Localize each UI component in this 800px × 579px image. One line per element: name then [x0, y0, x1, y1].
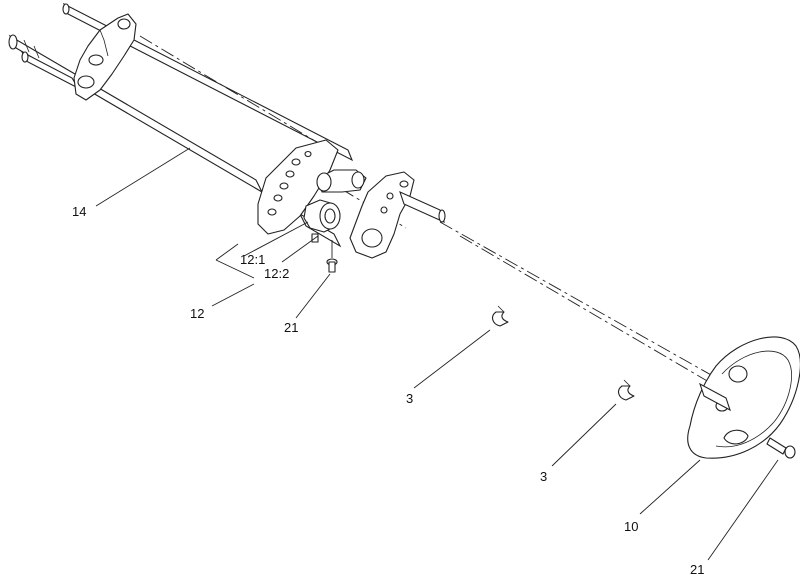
callout-3-lower: 3	[540, 469, 547, 484]
callout-10: 10	[624, 519, 638, 534]
lower-left-shaft-stub	[20, 50, 80, 90]
callout-21-upper: 21	[284, 320, 298, 335]
callout-12: 12	[190, 306, 204, 321]
callout-12-2: 12:2	[264, 266, 289, 281]
right-stub-shaft	[399, 190, 446, 224]
screw-21-lower	[766, 437, 796, 459]
e-clip-3-upper	[491, 305, 509, 327]
lever-arm	[316, 169, 367, 193]
e-clip-3-lower	[617, 379, 635, 401]
callout-12-1: 12:1	[240, 252, 265, 267]
centerlines	[139, 35, 727, 393]
pulley-10	[687, 336, 800, 459]
leader-lines	[95, 147, 779, 561]
right-bracket	[349, 171, 415, 259]
screw-21-upper	[326, 240, 338, 273]
pulley-shaft	[699, 382, 731, 412]
knob-assembly-12	[303, 199, 341, 243]
left-bracket	[73, 13, 137, 101]
callout-21-lower: 21	[690, 562, 704, 577]
callout-14: 14	[72, 204, 86, 219]
upper-shaft	[62, 2, 354, 162]
callout-3-upper: 3	[406, 391, 413, 406]
